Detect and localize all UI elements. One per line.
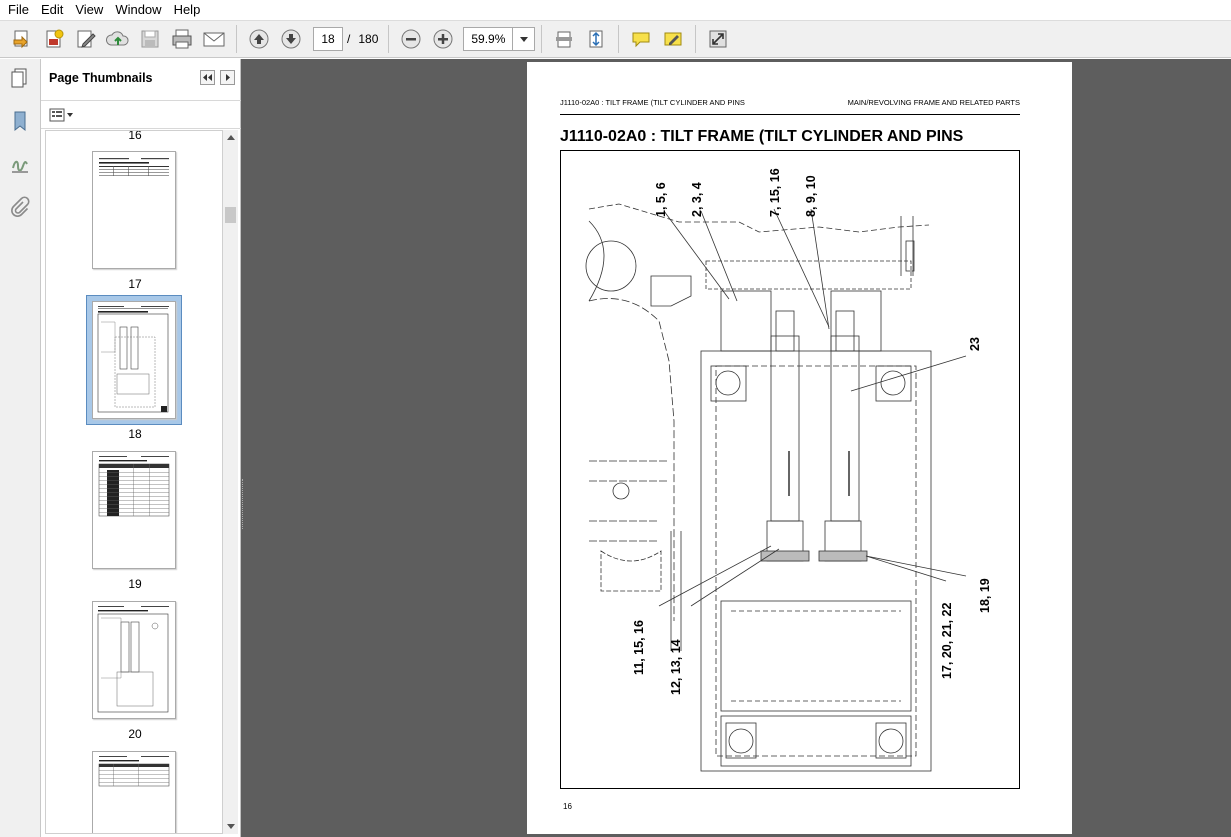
scroll-up-icon[interactable]	[223, 130, 238, 145]
zoom-in-icon[interactable]	[428, 24, 458, 54]
page-number-input[interactable]: 18	[313, 27, 343, 51]
panel-header: Page Thumbnails	[41, 59, 241, 101]
separator	[695, 25, 697, 53]
comment-icon[interactable]	[626, 24, 656, 54]
fit-width-icon[interactable]	[549, 24, 579, 54]
separator	[541, 25, 543, 53]
create-pdf-icon[interactable]	[39, 24, 69, 54]
page-number: 16	[563, 802, 572, 811]
panel-toolbar	[41, 101, 241, 129]
thumbnail-page-17[interactable]	[92, 151, 176, 269]
callout-label: 17, 20, 21, 22	[940, 602, 954, 679]
callout-label: 11, 15, 16	[632, 620, 646, 675]
document-view: J1110-02A0 : TILT FRAME (TILT CYLINDER A…	[245, 59, 1231, 837]
thumbnail-page-21[interactable]	[92, 751, 176, 833]
attachments-icon[interactable]	[6, 193, 34, 221]
callout-label: 2, 3, 4	[690, 182, 704, 217]
menu-window[interactable]: Window	[115, 2, 162, 17]
thumbnail-label: 19	[128, 577, 142, 591]
next-page-icon[interactable]	[276, 24, 306, 54]
page-thumbnails-icon[interactable]	[6, 64, 34, 92]
page-title: J1110-02A0 : TILT FRAME (TILT CYLINDER A…	[560, 128, 964, 145]
separator	[618, 25, 620, 53]
upload-cloud-icon[interactable]	[103, 24, 133, 54]
email-icon[interactable]	[199, 24, 229, 54]
signatures-icon[interactable]	[6, 151, 34, 179]
callout-label: 7, 15, 16	[768, 168, 782, 217]
zoom-select[interactable]: 59.9%	[463, 27, 536, 51]
thumbnail-page-20[interactable]	[92, 601, 176, 719]
callout-label: 8, 9, 10	[804, 175, 818, 217]
open-icon[interactable]	[7, 24, 37, 54]
menu-view[interactable]: View	[75, 2, 104, 17]
callout-label: 23	[968, 337, 982, 351]
thumbnail-label: 20	[128, 727, 142, 741]
highlight-icon[interactable]	[658, 24, 688, 54]
menu-edit[interactable]: Edit	[40, 2, 64, 17]
chevron-down-icon[interactable]	[513, 27, 536, 51]
bookmarks-icon[interactable]	[6, 107, 34, 135]
zoom-out-icon[interactable]	[396, 24, 426, 54]
panel-title: Page Thumbnails	[49, 71, 153, 85]
thumbnail-page-19[interactable]	[92, 451, 176, 569]
zoom-value[interactable]: 59.9%	[463, 27, 514, 51]
thumbnail-label: 18	[128, 427, 142, 441]
thumbnail-page-18[interactable]	[92, 301, 176, 419]
callout-label: 18, 19	[978, 578, 992, 613]
menu-help[interactable]: Help	[173, 2, 201, 17]
thumbnail-scrollbar[interactable]	[223, 130, 238, 834]
edit-icon[interactable]	[71, 24, 101, 54]
menu-file[interactable]: File	[8, 2, 29, 17]
full-screen-icon[interactable]	[703, 24, 733, 54]
pane-splitter[interactable]	[241, 59, 245, 837]
menu-bar: File Edit View Window Help	[0, 0, 1231, 20]
callout-label: 1, 5, 6	[654, 182, 668, 217]
thumbnails-panel: Page Thumbnails 16 17	[41, 59, 241, 837]
previous-page-icon[interactable]	[244, 24, 274, 54]
pdf-page: J1110-02A0 : TILT FRAME (TILT CYLINDER A…	[527, 62, 1072, 834]
page-header-right: MAIN/REVOLVING FRAME AND RELATED PARTS	[847, 98, 1020, 107]
thumbnail-label: 17	[128, 277, 142, 291]
header-rule	[560, 114, 1020, 115]
callout-label: 12, 13, 14	[669, 639, 683, 695]
page-header-left: J1110-02A0 : TILT FRAME (TILT CYLINDER A…	[560, 98, 745, 107]
save-icon[interactable]	[135, 24, 165, 54]
options-menu-icon[interactable]	[49, 107, 77, 123]
thumbnail-label: 16	[128, 130, 142, 142]
collapse-panel-icon[interactable]	[200, 70, 215, 85]
print-icon[interactable]	[167, 24, 197, 54]
expand-panel-icon[interactable]	[220, 70, 235, 85]
technical-drawing: 1, 5, 6 2, 3, 4 7, 15, 16 8, 9, 10 23 11…	[560, 150, 1020, 789]
thumbnail-list: 16 17	[45, 130, 223, 834]
total-pages: 180	[358, 32, 379, 46]
page-separator: /	[347, 32, 351, 46]
scrollbar-thumb[interactable]	[225, 207, 236, 223]
fit-page-icon[interactable]	[581, 24, 611, 54]
navigation-pane	[0, 59, 41, 837]
separator	[388, 25, 390, 53]
toolbar: 18 / 180 59.9%	[0, 20, 1231, 58]
separator	[236, 25, 237, 53]
scroll-down-icon[interactable]	[223, 819, 238, 834]
